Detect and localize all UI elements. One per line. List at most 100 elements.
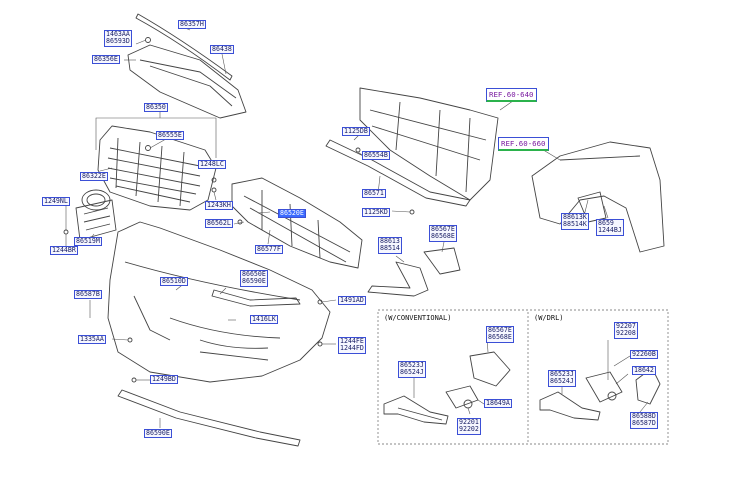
- ref-60-640-link[interactable]: REF.60-640: [486, 88, 537, 102]
- part-number: 88613: [380, 237, 400, 245]
- inset-title-conventional: (W/CONVENTIONAL): [384, 314, 452, 322]
- part-label-86555e[interactable]: 86555E: [156, 131, 184, 141]
- part-label-drl-92260b[interactable]: 92260B: [630, 350, 658, 360]
- lower-grille-strip: [211, 289, 301, 307]
- fog-cover-left: [367, 261, 429, 297]
- part-label-86590e[interactable]: 86590E: [144, 429, 172, 439]
- part-number: 86593D: [106, 37, 130, 46]
- part-number: 1463AA: [106, 30, 130, 38]
- inset-frame: [377, 309, 669, 445]
- part-label-1416lk[interactable]: 1416LK: [250, 315, 278, 325]
- part-label-86520e[interactable]: 86520E: [278, 209, 306, 219]
- ref-60-660-link[interactable]: REF.60-660: [498, 137, 549, 151]
- part-number: 1335AA: [80, 335, 104, 343]
- part-label-1248lc[interactable]: 1248LC: [198, 160, 226, 170]
- part-label-86571[interactable]: 86571: [362, 189, 386, 199]
- part-number: 86523J: [400, 361, 424, 369]
- part-number: 86555E: [158, 131, 182, 139]
- part-label-1243kh[interactable]: 1243KH: [205, 201, 233, 211]
- part-number: 18649A: [486, 399, 510, 407]
- part-number: 1244FD: [340, 344, 364, 353]
- fender: [531, 141, 665, 253]
- part-number: 86650E: [242, 270, 266, 278]
- part-number: 92208: [616, 329, 636, 338]
- part-number: 8659: [598, 219, 614, 227]
- part-number: 86520E: [280, 209, 304, 217]
- part-number: 86587B: [76, 290, 100, 298]
- part-number: 86357H: [180, 20, 204, 28]
- part-label-86438[interactable]: 86438: [210, 45, 234, 55]
- part-number: 86510D: [162, 277, 186, 285]
- part-label-drl-18642[interactable]: 18642: [632, 366, 656, 376]
- part-label-1125db[interactable]: 1125DB: [342, 127, 370, 137]
- part-number: 86567E: [431, 225, 455, 233]
- bumper-cover: [107, 221, 331, 383]
- part-number: 86567E: [488, 326, 512, 334]
- emblem: [81, 189, 111, 211]
- part-label-86577f[interactable]: 86577F: [255, 245, 283, 255]
- part-label-86356e[interactable]: 86356E: [92, 55, 120, 65]
- front-beam: [325, 139, 471, 207]
- part-number: 86356E: [94, 55, 118, 63]
- part-label-86562l[interactable]: 86562L: [205, 219, 233, 229]
- part-label-1249bd[interactable]: 1249BD: [150, 375, 178, 385]
- part-number: 86568E: [488, 333, 512, 342]
- part-number: 1243KH: [207, 201, 231, 209]
- part-number: 1248LC: [200, 160, 224, 168]
- part-number: 1244FE: [340, 337, 364, 345]
- part-number: 86571: [364, 189, 384, 197]
- part-number: 92260B: [632, 350, 656, 358]
- part-number: 86588D: [632, 412, 656, 420]
- part-label-86510d[interactable]: 86510D: [160, 277, 188, 287]
- part-number: 1491AD: [340, 296, 364, 304]
- part-number: 1249NL: [44, 197, 68, 205]
- energy-absorber: [231, 177, 363, 269]
- fog-bracket: [423, 247, 461, 275]
- part-number: 86350: [146, 103, 166, 111]
- part-label-1249nl[interactable]: 1249NL: [42, 197, 70, 207]
- part-label-1335aa[interactable]: 1335AA: [78, 335, 106, 345]
- part-number: 86524J: [400, 368, 424, 377]
- part-number: 86568E: [431, 232, 455, 241]
- part-number: 86590E: [242, 277, 266, 286]
- part-label-86519m[interactable]: 86519M: [74, 237, 102, 247]
- part-number: 88514: [380, 244, 400, 253]
- part-label-86350[interactable]: 86350: [144, 103, 168, 113]
- part-number: 18642: [634, 366, 654, 374]
- part-label-86587b[interactable]: 86587B: [74, 290, 102, 300]
- part-number: 1125DB: [344, 127, 368, 135]
- part-number: 88514K: [563, 220, 587, 229]
- part-number: 88613K: [563, 213, 587, 221]
- part-number: 1125KD: [364, 208, 388, 216]
- inset-title-drl: (W/DRL): [534, 314, 564, 322]
- part-label-86554b[interactable]: 86554B: [362, 151, 390, 161]
- part-number: 1244BR: [52, 246, 76, 254]
- part-label-86357h[interactable]: 86357H: [178, 20, 206, 30]
- part-label-1491ad[interactable]: 1491AD: [338, 296, 366, 306]
- part-label-1125kd[interactable]: 1125KD: [362, 208, 390, 218]
- part-number: 1249BD: [152, 375, 176, 383]
- part-number: 86322E: [82, 172, 106, 180]
- radiator-grille: [97, 125, 217, 211]
- part-label-conv-18649a[interactable]: 18649A: [484, 399, 512, 409]
- part-label-1244br[interactable]: 1244BR: [50, 246, 78, 256]
- part-number: 92202: [459, 425, 479, 434]
- part-label-86322e[interactable]: 86322E: [80, 172, 108, 182]
- part-number: 86438: [212, 45, 232, 53]
- part-number: 1416LK: [252, 315, 276, 323]
